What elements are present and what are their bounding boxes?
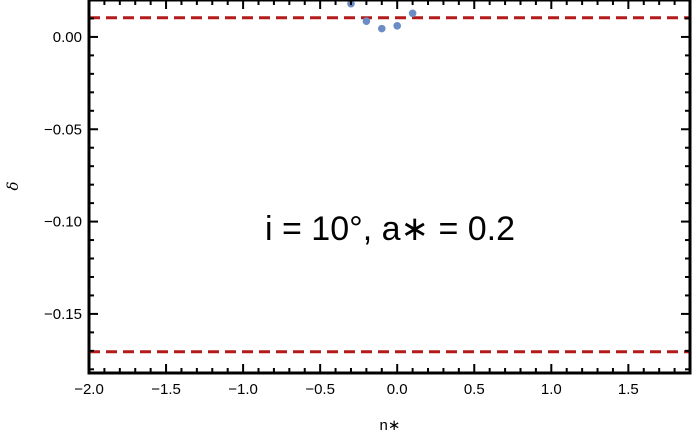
plot-border — [87, 0, 692, 375]
y-tick-label: −0.05 — [44, 121, 82, 138]
x-tick-label: −1.5 — [151, 381, 181, 398]
x-tick-label: −2.0 — [74, 381, 104, 398]
data-point — [362, 17, 371, 26]
y-tick-label: −0.15 — [44, 306, 82, 323]
y-tick-label: 0.00 — [53, 29, 82, 46]
x-tick-label: −1.0 — [228, 381, 258, 398]
reference-lines — [89, 16, 690, 354]
x-tick-label: 1.0 — [541, 381, 562, 398]
data-points — [347, 0, 417, 33]
y-axis-ticks: 0.00 −0.05 −0.10 −0.15 — [44, 0, 690, 371]
x-tick-label: 0.5 — [464, 381, 485, 398]
x-tick-label: −0.5 — [305, 381, 335, 398]
y-axis-label: δ — [4, 181, 22, 190]
x-axis-ticks: −2.0 −1.5 −1.0 −0.5 0.0 0.5 1.0 1.5 — [74, 0, 691, 398]
y-tick-label: −0.10 — [44, 214, 82, 231]
data-point — [377, 24, 386, 33]
x-axis-label: n∗ — [380, 417, 401, 434]
data-point — [393, 22, 402, 30]
x-tick-label: 1.5 — [618, 381, 639, 398]
data-point — [408, 9, 417, 18]
x-tick-label: 0.0 — [387, 381, 408, 398]
plot-frame — [87, 0, 692, 375]
chart-annotation: i = 10°, a∗ = 0.2 — [265, 210, 515, 248]
